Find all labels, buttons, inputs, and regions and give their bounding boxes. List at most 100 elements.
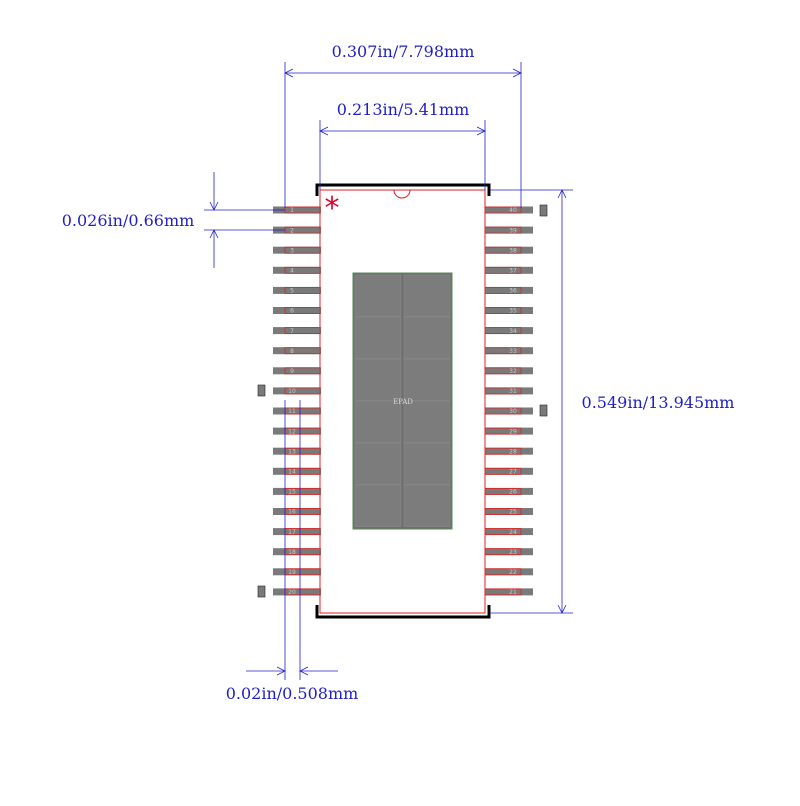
pin-35: 35 — [484, 307, 533, 315]
pin-number: 37 — [509, 268, 517, 275]
pin-number: 8 — [290, 348, 294, 355]
silkscreen-outline — [315, 183, 491, 619]
pin-lead-outline — [484, 367, 522, 375]
epad-tile — [403, 358, 451, 401]
pin-number: 20 — [288, 589, 296, 596]
pin-lead-outline — [484, 327, 522, 335]
pin-number: 7 — [290, 328, 294, 335]
pin-number: 12 — [288, 428, 296, 435]
pin-31: 31 — [484, 387, 533, 395]
pin-number: 9 — [290, 368, 294, 375]
dimension-pad-width — [246, 400, 338, 680]
pin-number: 26 — [509, 489, 517, 496]
pin-pad — [273, 387, 321, 395]
pin-6: 6 — [273, 307, 321, 315]
epad-tile — [403, 316, 451, 359]
pin-number: 13 — [288, 448, 296, 455]
pin-pad — [273, 528, 321, 536]
overall-width-label: 0.307in/7.798mm — [332, 42, 475, 61]
epad-tile — [354, 400, 402, 443]
epad-label: EPAD — [393, 398, 413, 406]
pin-pad — [273, 407, 321, 415]
pin-lead-outline — [484, 427, 522, 435]
mechanical-pad-right-top — [539, 204, 548, 217]
epad-tile — [403, 400, 451, 443]
pin-19: 19 — [273, 568, 321, 576]
pin-38: 38 — [484, 246, 533, 254]
pin-lead-outline — [484, 487, 522, 495]
pin-28: 28 — [484, 447, 533, 455]
pin-number: 11 — [288, 408, 296, 415]
pin-number: 10 — [288, 388, 296, 395]
pin-lead-outline — [284, 266, 321, 274]
pin-number: 35 — [509, 308, 517, 315]
pin-33: 33 — [484, 347, 533, 355]
pin-10: 10 — [273, 387, 321, 395]
pin-pad — [485, 246, 533, 254]
pin-pad — [485, 387, 533, 395]
pin-pad — [485, 588, 533, 596]
pin-pad — [273, 266, 321, 274]
pin-36: 36 — [484, 286, 533, 295]
pin-pad — [273, 588, 321, 596]
pin-pad — [485, 266, 533, 274]
pin-pad — [485, 447, 533, 455]
pin-number: 29 — [509, 428, 517, 435]
epad-tile — [354, 442, 402, 485]
pin-number: 27 — [509, 469, 517, 476]
mechanical-pad-left-bottom — [257, 585, 266, 598]
pin-2: 2 — [273, 226, 321, 234]
pin-16: 16 — [273, 508, 321, 516]
pin-number: 14 — [288, 469, 296, 476]
pin-pad — [485, 467, 533, 475]
pin-29: 29 — [484, 427, 533, 435]
pin-12: 12 — [273, 427, 321, 435]
pin-24: 24 — [484, 528, 533, 536]
pin-lead-outline — [484, 266, 522, 274]
pin-32: 32 — [484, 367, 533, 375]
pin-pad — [485, 427, 533, 435]
pin-pitch-label: 0.026in/0.66mm — [62, 211, 195, 230]
pin-26: 26 — [484, 487, 533, 496]
pin-pad — [273, 367, 321, 375]
pin-lead-outline — [484, 508, 522, 515]
body-length-label: 0.549in/13.945mm — [582, 393, 735, 412]
pin-8: 8 — [273, 347, 321, 355]
pin-pad — [485, 206, 533, 214]
pin-pad — [273, 206, 321, 214]
pin-5: 5 — [273, 286, 321, 295]
pin-number: 30 — [509, 408, 517, 415]
dimension-body-width — [319, 120, 486, 190]
pin-pad — [485, 307, 533, 314]
pin-number: 19 — [288, 569, 296, 576]
pin-11: 11 — [273, 407, 321, 415]
pin-lead-outline — [484, 206, 522, 214]
pin-pad — [273, 226, 321, 234]
pin-number: 2 — [290, 227, 294, 234]
pin-pad — [273, 286, 321, 294]
epad-tile — [354, 274, 402, 317]
pin-37: 37 — [484, 266, 533, 275]
pin-lead-outline — [484, 588, 522, 596]
pin-number: 1 — [290, 207, 294, 214]
pin-number: 3 — [290, 247, 294, 254]
pin-22: 22 — [484, 568, 533, 576]
pin-pad — [273, 447, 321, 455]
pin-pad — [273, 508, 321, 515]
pin-pad — [273, 307, 321, 314]
pin-pad — [485, 407, 533, 415]
pin-lead-outline — [284, 327, 321, 335]
pin-20: 20 — [273, 588, 321, 596]
pin-pad — [273, 467, 321, 475]
pin-pad — [485, 528, 533, 536]
pin-number: 32 — [509, 368, 517, 375]
pin-pad — [485, 347, 533, 355]
pin-lead-outline — [484, 226, 522, 234]
pin-pad — [273, 568, 321, 576]
pin-pad — [273, 246, 321, 254]
pin-number: 39 — [509, 227, 517, 234]
pin-18: 18 — [273, 548, 321, 556]
pin-number: 18 — [288, 549, 296, 556]
